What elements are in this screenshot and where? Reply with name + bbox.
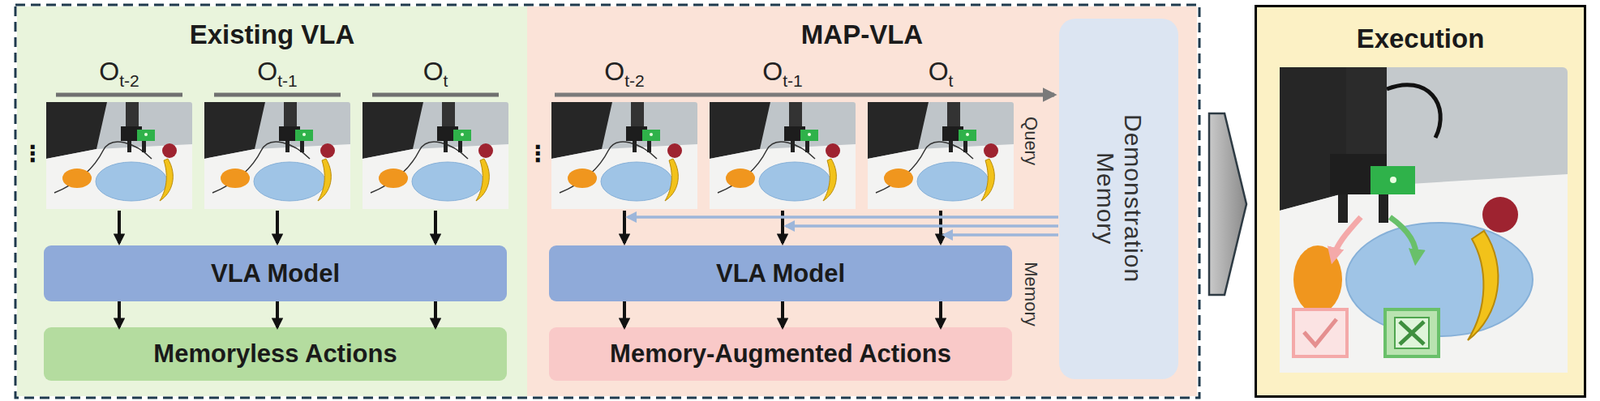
box-label: VLA Model xyxy=(210,259,340,289)
frame-label: Ot xyxy=(928,56,954,87)
panel-title: Existing VLA xyxy=(17,19,528,51)
frame-symbol: O xyxy=(604,56,625,86)
flow-arrow xyxy=(433,301,438,328)
flow-arrow xyxy=(1209,113,1247,296)
frame-symbol: O xyxy=(762,56,783,86)
scene-image xyxy=(709,102,856,210)
scene-image xyxy=(46,102,193,210)
panel-execution: Execution xyxy=(1254,4,1587,399)
ellipsis-mark: ⋮ xyxy=(526,140,550,168)
ellipsis: ⋮ xyxy=(21,140,44,168)
frame-index: t-1 xyxy=(277,71,298,91)
box-label: VLA Model xyxy=(716,259,846,289)
frame-index: t-1 xyxy=(782,71,803,91)
action-box: Memory-Augmented Actions xyxy=(549,327,1013,382)
ellipsis: ⋮ xyxy=(526,140,550,168)
box-label: Memoryless Actions xyxy=(153,339,397,369)
action-box: Memoryless Actions xyxy=(43,327,507,382)
model-box: VLA Model xyxy=(43,245,507,302)
frame-label: Ot-2 xyxy=(604,56,644,87)
flow-arrow xyxy=(275,301,279,328)
query-arrow xyxy=(554,93,1055,98)
memory-arrows xyxy=(627,217,1059,236)
scene-image xyxy=(551,102,698,210)
frame-index: t-2 xyxy=(119,71,140,91)
frame-symbol: O xyxy=(928,56,949,86)
model-box: VLA Model xyxy=(549,245,1013,302)
frame-index: t xyxy=(443,71,449,91)
flow-arrow xyxy=(622,301,627,328)
box-label: Memory-Augmented Actions xyxy=(609,339,952,369)
execution-image xyxy=(1279,67,1568,374)
flow-arrow xyxy=(780,301,785,328)
connectors xyxy=(119,301,941,328)
frame-symbol: O xyxy=(257,56,278,86)
scene-image xyxy=(204,102,351,210)
frame-label: Ot-1 xyxy=(257,56,297,87)
frame-label: Ot-1 xyxy=(762,56,803,87)
scene-image xyxy=(362,102,509,210)
scene-image xyxy=(867,102,1014,210)
frame-index: t-2 xyxy=(624,71,645,91)
flow-label: Memory xyxy=(1020,261,1042,327)
panel-title: Execution xyxy=(1256,23,1584,55)
flow-label: Memory xyxy=(1020,261,1042,330)
memory-box: Demonstration Memory xyxy=(1059,18,1179,380)
dashed-frame xyxy=(15,4,1200,399)
frame-label: Ot xyxy=(423,56,449,87)
frame-symbol: O xyxy=(423,56,444,86)
ellipsis-mark: ⋮ xyxy=(21,140,44,168)
memory-label: Demonstration Memory xyxy=(1091,102,1147,297)
flow-label: Query xyxy=(1020,116,1042,166)
panel-map-vla: MAP-VLAVLA ModelMemory-Augmented Actions… xyxy=(527,6,1197,397)
frame-label: Ot-2 xyxy=(98,56,139,87)
flow-label: Query xyxy=(1020,116,1042,169)
flow-arrow xyxy=(117,301,121,328)
flow-arrow xyxy=(939,301,943,328)
input-arrows xyxy=(119,210,941,244)
frame-symbol: O xyxy=(98,56,120,86)
frame-index: t xyxy=(948,71,954,91)
timeline-bars xyxy=(55,93,499,98)
observation-images xyxy=(46,102,1014,210)
